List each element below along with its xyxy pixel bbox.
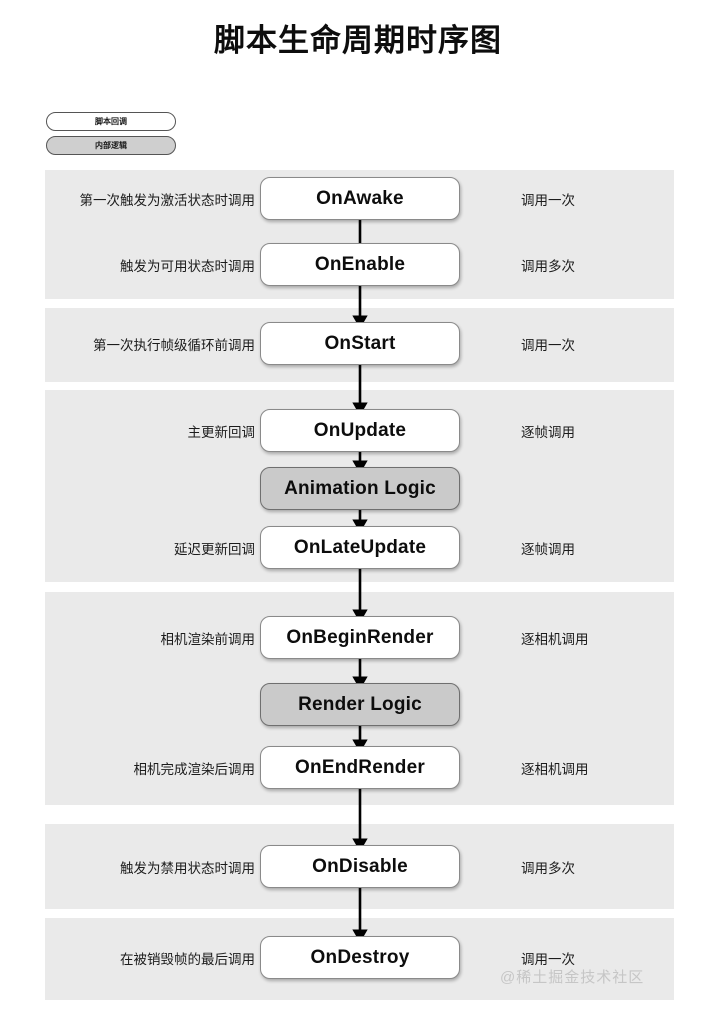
label-left-onendrender: 相机完成渲染后调用 — [133, 761, 256, 777]
node-ondestroy[interactable]: OnDestroy — [260, 936, 460, 979]
label-left-ondisable: 触发为禁用状态时调用 — [120, 860, 255, 876]
label-left-ondestroy: 在被销毁帧的最后调用 — [120, 951, 255, 967]
page-title: 脚本生命周期时序图 — [214, 23, 502, 58]
node-onupdate[interactable]: OnUpdate — [260, 409, 460, 452]
node-onstart[interactable]: OnStart — [260, 322, 460, 365]
node-ondisable[interactable]: OnDisable — [260, 845, 460, 888]
legend: 脚本回调 内部逻辑 — [46, 112, 178, 160]
label-left-onawake: 第一次触发为激活状态时调用 — [79, 192, 256, 208]
node-animation-logic[interactable]: Animation Logic — [260, 467, 460, 510]
label-right-ondestroy: 调用一次 — [521, 951, 575, 967]
label-right-onupdate: 逐帧调用 — [521, 424, 575, 440]
label-left-onstart: 第一次执行帧级循环前调用 — [93, 337, 255, 353]
label-right-onendrender: 逐相机调用 — [521, 761, 589, 777]
node-render-logic[interactable]: Render Logic — [260, 683, 460, 726]
label-left-onupdate: 主更新回调 — [187, 424, 256, 440]
legend-item-internal-logic: 内部逻辑 — [46, 136, 176, 155]
node-onlateupdate[interactable]: OnLateUpdate — [260, 526, 460, 569]
legend-item-script-callback: 脚本回调 — [46, 112, 176, 131]
label-left-onbeginrender: 相机渲染前调用 — [160, 631, 256, 647]
label-right-onawake: 调用一次 — [521, 192, 575, 208]
node-onawake[interactable]: OnAwake — [260, 177, 460, 220]
node-onenable[interactable]: OnEnable — [260, 243, 460, 286]
label-right-onlateupdate: 逐帧调用 — [521, 541, 575, 557]
node-onbeginrender[interactable]: OnBeginRender — [260, 616, 460, 659]
node-onendrender[interactable]: OnEndRender — [260, 746, 460, 789]
label-right-onbeginrender: 逐相机调用 — [521, 631, 589, 647]
label-left-onenable: 触发为可用状态时调用 — [120, 258, 255, 274]
watermark: @稀土掘金技术社区 — [500, 969, 645, 986]
label-right-onenable: 调用多次 — [521, 258, 575, 274]
label-right-ondisable: 调用多次 — [521, 860, 575, 876]
label-right-onstart: 调用一次 — [521, 337, 575, 353]
label-left-onlateupdate: 延迟更新回调 — [174, 541, 255, 557]
